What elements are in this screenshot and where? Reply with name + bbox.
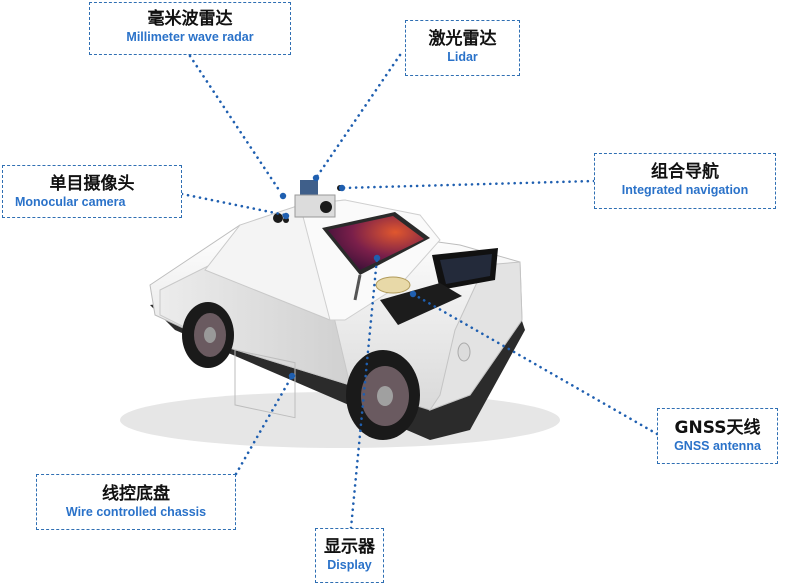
leader-integrated-navigation <box>340 179 596 190</box>
leader-gnss-antenna <box>411 292 659 436</box>
rear-left-wheel <box>182 302 234 368</box>
millimeter-radar-en: Millimeter wave radar <box>126 30 254 44</box>
millimeter-radar-zh: 毫米波雷达 <box>147 9 233 29</box>
lidar-en: Lidar <box>447 50 478 64</box>
wire-chassis-zh: 线控底盘 <box>102 484 170 504</box>
integrated-navigation-en: Integrated navigation <box>621 183 749 197</box>
leader-wire-chassis <box>234 374 294 476</box>
laptop <box>380 248 498 325</box>
leader-lines <box>180 53 659 530</box>
integrated-navigation-zh: 组合导航 <box>651 162 719 182</box>
leader-millimeter-radar <box>188 54 283 195</box>
monitor <box>322 212 430 301</box>
leader-display <box>349 256 379 530</box>
leader-lidar <box>314 53 402 180</box>
wire-chassis-en: Wire controlled chassis <box>65 505 207 519</box>
monocular-camera-en: Monocular camera <box>15 195 126 209</box>
display-zh: 显示器 <box>324 537 375 557</box>
gnss-antenna-en: GNSS antenna <box>674 439 761 453</box>
vehicle <box>120 180 560 448</box>
monocular-camera-zh: 单目摄像头 <box>49 174 135 194</box>
leader-monocular-camera <box>180 192 287 217</box>
leader-endpoints <box>279 174 417 380</box>
label-millimeter-radar: 毫米波雷达 Millimeter wave radar <box>89 2 291 55</box>
lidar-zh: 激光雷达 <box>428 29 497 49</box>
gnss-antenna-disc <box>375 276 411 294</box>
gnss-antenna-zh: GNSS天线 <box>674 418 761 438</box>
label-display: 显示器 Display <box>315 528 384 583</box>
front-left-wheel <box>346 350 420 440</box>
label-wire-chassis: 线控底盘 Wire controlled chassis <box>36 474 236 530</box>
label-monocular-camera: 单目摄像头 Monocular camera <box>2 165 182 218</box>
label-gnss-antenna: GNSS天线 GNSS antenna <box>657 408 778 464</box>
display-en: Display <box>327 558 372 572</box>
label-lidar: 激光雷达 Lidar <box>405 20 520 76</box>
label-integrated-navigation: 组合导航 Integrated navigation <box>594 153 776 209</box>
sensor-mast <box>273 180 343 223</box>
